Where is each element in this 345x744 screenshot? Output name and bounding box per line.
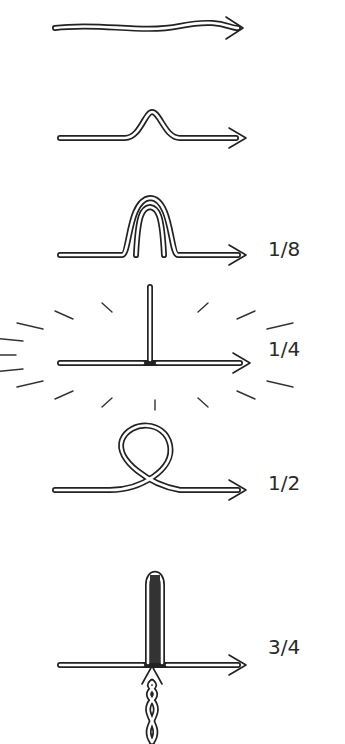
- fraction-label: 3/4: [266, 636, 302, 658]
- fraction-label: 1/2: [266, 472, 302, 494]
- fraction-label: 1/4: [266, 338, 302, 360]
- fraction-label: 1/8: [266, 238, 302, 260]
